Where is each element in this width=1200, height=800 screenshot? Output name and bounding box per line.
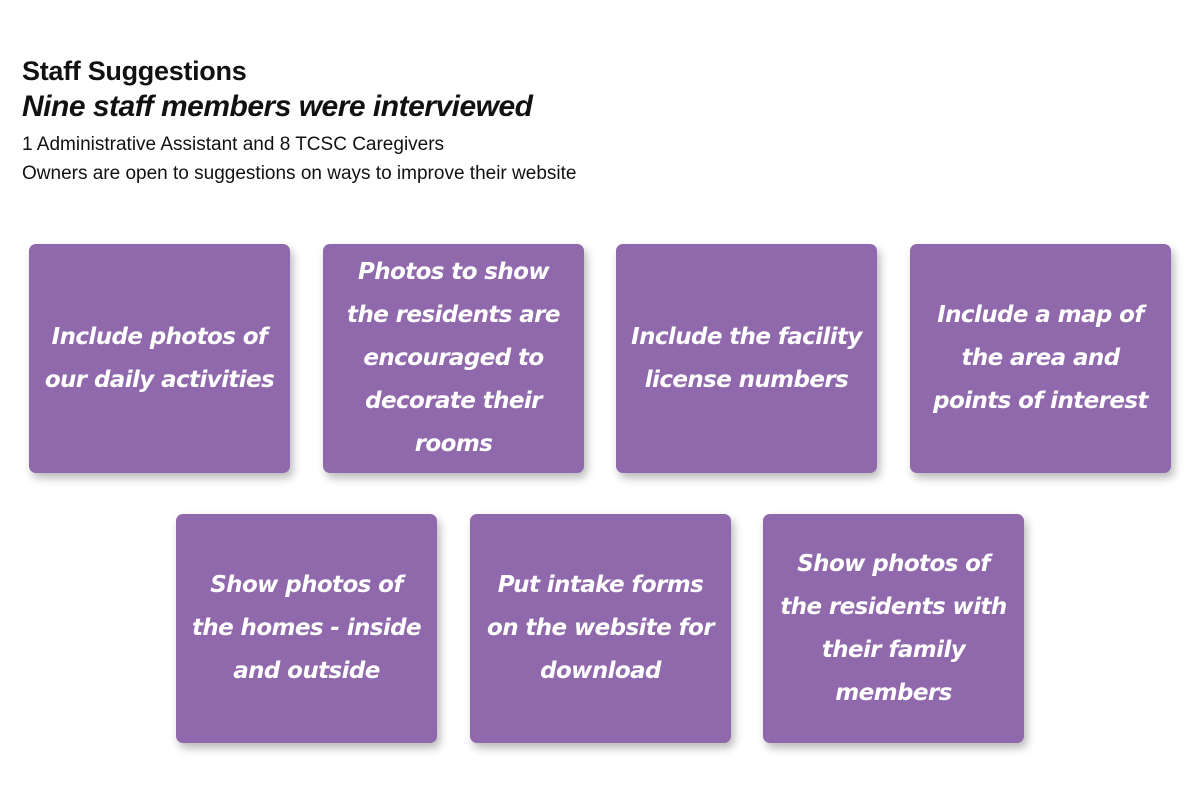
header: Staff Suggestions Nine staff members wer… (22, 54, 576, 188)
suggestion-card-license-numbers: Include the facility license numbers (616, 244, 877, 473)
suggestion-text: Show photos of the residents with their … (780, 550, 1007, 706)
suggestion-text: Photos to show the residents are encoura… (347, 259, 560, 457)
suggestion-card-decorate-rooms: Photos to show the residents are encoura… (323, 244, 584, 473)
suggestion-card-intake-forms: Put intake forms on the website for down… (470, 514, 731, 743)
page-title: Staff Suggestions (22, 56, 247, 86)
owners-note-text: Owners are open to suggestions on ways t… (22, 163, 577, 184)
page-subtitle: Nine staff members were interviewed (22, 90, 533, 123)
suggestion-card-home-photos: Show photos of the homes - inside and ou… (176, 514, 437, 743)
suggestion-text: Include the facility license numbers (631, 323, 862, 393)
suggestion-text: Include photos of our daily activities (44, 323, 275, 393)
suggestion-card-area-map: Include a map of the area and points of … (910, 244, 1171, 473)
suggestion-card-family-photos: Show photos of the residents with their … (763, 514, 1024, 743)
suggestion-text: Include a map of the area and points of … (933, 302, 1148, 414)
suggestion-card-daily-activities: Include photos of our daily activities (29, 244, 290, 473)
suggestion-text: Put intake forms on the website for down… (487, 572, 715, 684)
suggestion-text: Show photos of the homes - inside and ou… (191, 572, 422, 684)
staff-composition-text: 1 Administrative Assistant and 8 TCSC Ca… (22, 134, 445, 155)
